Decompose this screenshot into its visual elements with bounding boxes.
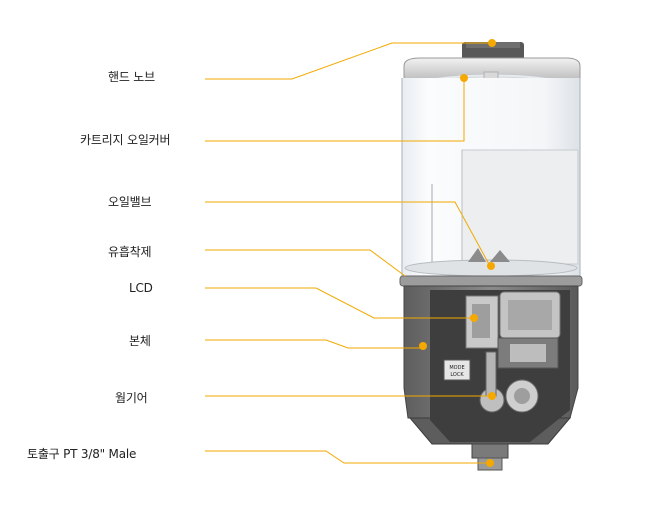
label-body: 본체 (129, 334, 151, 348)
outlet-fitting (471, 443, 509, 471)
absorber-ring (399, 275, 583, 287)
label-hand-knob: 핸드 노브 (108, 70, 155, 84)
svg-text:LOCK: LOCK (450, 372, 464, 378)
label-lcd: LCD (129, 281, 153, 295)
label-oil-valve: 오일밸브 (108, 195, 152, 209)
label-outlet: 토출구 PT 3/8" Male (27, 447, 137, 461)
callout-markers (460, 39, 496, 400)
main-body: MODE LOCK (403, 285, 579, 445)
label-cartridge-oil-cover: 카트리지 오일커버 (80, 133, 171, 147)
label-worm-gear: 웜기어 (115, 391, 148, 405)
cartridge-cylinder (401, 78, 581, 279)
mode-lock-text: MODE (449, 365, 464, 371)
label-absorber: 유흡착제 (108, 245, 152, 259)
leader-lines (205, 42, 492, 464)
